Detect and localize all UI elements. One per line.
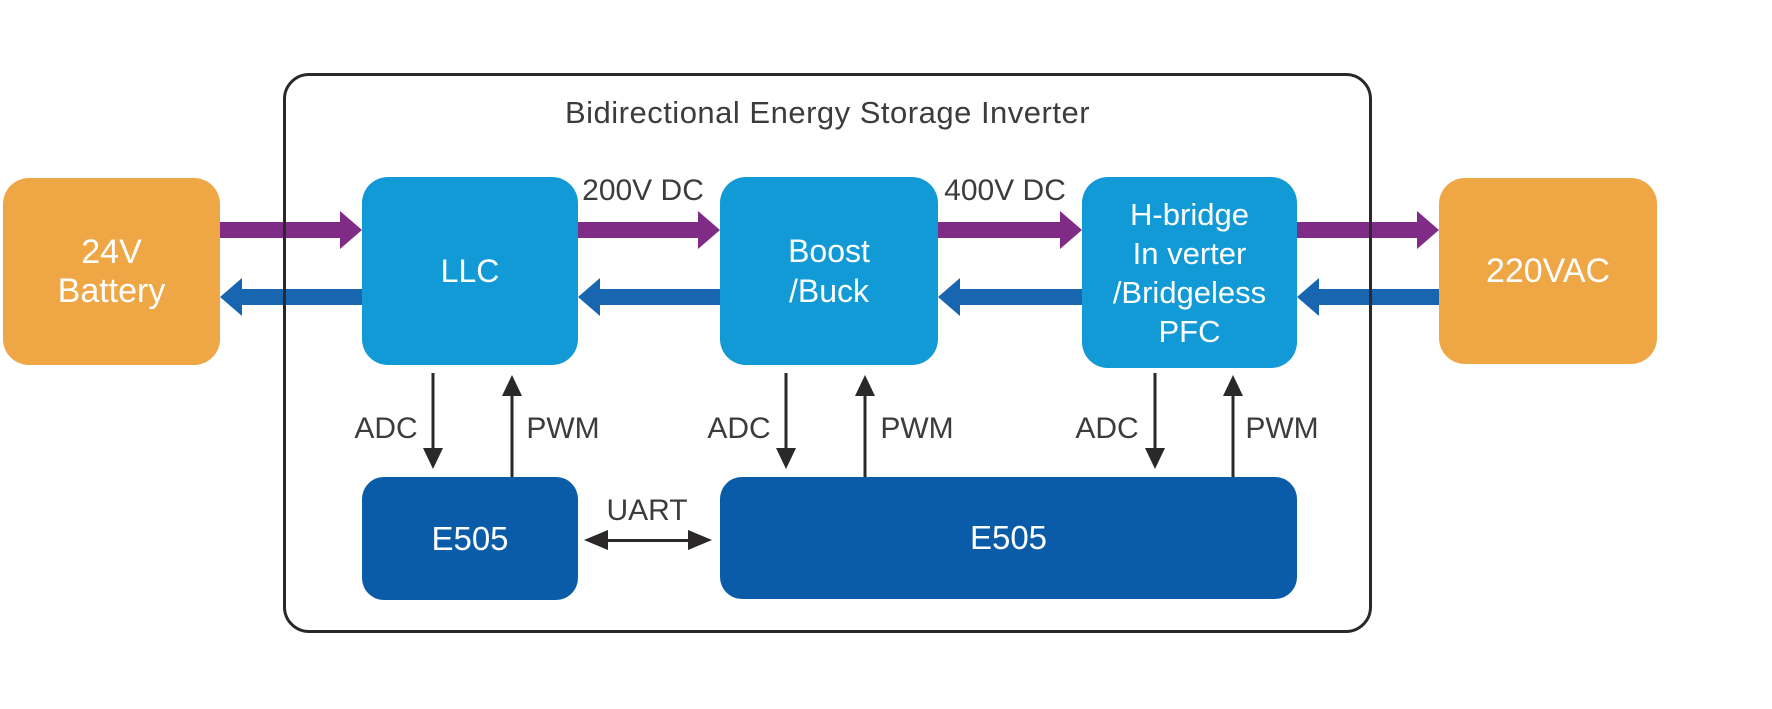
node-label-line: /Buck [788,273,870,309]
signal-label-adc-boost: ADC [707,412,771,445]
arrow-boost-adc-down [776,373,796,469]
node-label-line: Battery [57,271,166,310]
arrow-down-head [423,448,443,469]
arrow-right-head [1060,211,1082,249]
node-label: E505 [969,519,1048,556]
arrow-llc-adc-down [423,373,443,469]
arrow-right-head [698,211,720,249]
arrow-battery-to-llc [220,211,362,249]
diagram-title: Bidirectional Energy Storage Inverter [564,95,1091,130]
arrow-down-head [776,448,796,469]
signal-label-uart: UART [606,494,688,527]
arrow-left-head [1297,278,1319,316]
arrow-up-head [855,375,875,396]
bus-label-200vdc: 200V DC [582,174,704,207]
node-e505-right: E505 [720,477,1297,599]
arrow-boost-to-llc [578,278,720,316]
arrow-llc-to-battery [220,278,362,316]
arrow-uart-bidirectional [584,530,712,550]
signal-label-pwm-llc: PWM [526,412,600,445]
arrow-down-head [1145,448,1165,469]
arrow-up-head [502,375,522,396]
signal-label-adc-llc: ADC [354,412,418,445]
signal-label-pwm-hbridge: PWM [1245,412,1319,445]
node-label-line: H-bridge [1130,196,1249,232]
node-label-line: 24V [81,232,142,271]
arrow-hbridge-adc-down [1145,373,1165,469]
arrow-right-head [688,530,712,550]
node-220vac: 220VAC [1439,178,1657,364]
node-24v-battery: 24V Battery [3,178,220,365]
arrow-right-head [340,211,362,249]
node-label: LLC [440,252,500,289]
arrow-llc-pwm-up [502,375,522,477]
arrow-hbridge-to-grid [1297,211,1439,249]
arrow-right-head [1417,211,1439,249]
node-label-line: /Bridgeless [1112,274,1267,310]
arrow-hbridge-pwm-up [1223,375,1243,477]
signal-label-adc-hbridge: ADC [1075,412,1139,445]
arrow-boost-pwm-up [855,375,875,477]
arrow-left-head [584,530,608,550]
arrow-left-head [578,278,600,316]
node-label: 220VAC [1485,251,1611,290]
node-label-line: PFC [1158,313,1221,349]
arrow-left-head [220,278,242,316]
node-hbridge-inverter-pfc: H-bridge In verter /Bridgeless PFC [1082,177,1297,368]
node-boost-buck: Boost /Buck [720,177,938,365]
arrow-boost-to-hbridge [938,211,1082,249]
arrow-grid-to-hbridge [1297,278,1439,316]
node-label-line: In verter [1132,235,1247,271]
node-label: E505 [431,519,509,557]
node-llc: LLC [362,177,578,365]
signal-label-pwm-boost: PWM [880,412,954,445]
bus-label-400vdc: 400V DC [944,174,1066,207]
node-e505-left: E505 [362,477,578,600]
arrow-left-head [938,278,960,316]
arrow-llc-to-boost [578,211,720,249]
arrow-up-head [1223,375,1243,396]
node-label-line: Boost [788,233,870,269]
arrow-hbridge-to-boost [938,278,1082,316]
